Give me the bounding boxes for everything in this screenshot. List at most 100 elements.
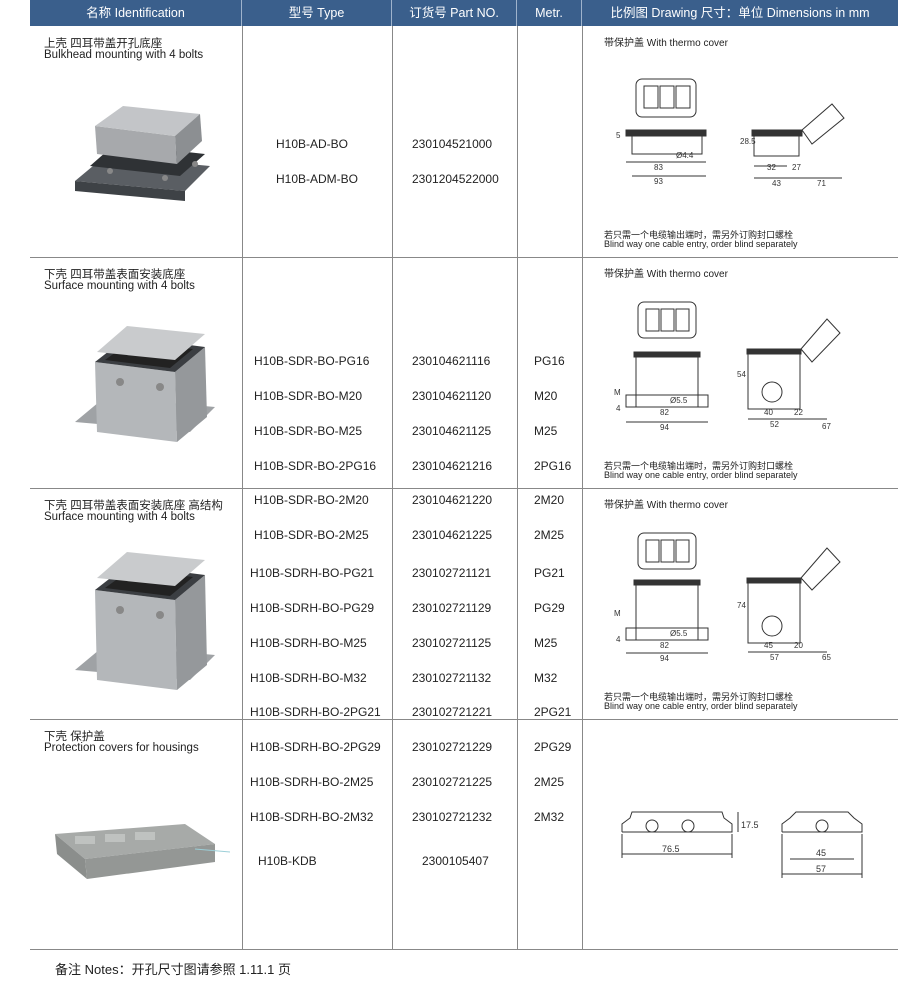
metr-item: M32 (534, 670, 558, 685)
drawing-bulkhead: 5 Ø4.4 83 93 28.5 32 27 43 71 (616, 78, 845, 188)
dim-label: Ø5.5 (670, 629, 688, 638)
part-cell: 230102721121 230102721129 230102721125 2… (392, 488, 518, 822)
metr-cell: PG16 M20 M25 2PG16 2M20 2M25 (517, 257, 583, 541)
metr-item: 2M25 (534, 528, 565, 543)
note-en: Blind way one cable entry, order blind s… (604, 470, 798, 480)
dim-label: Ø4.4 (676, 151, 694, 160)
type-item: H10B-SDRH-BO-PG29 (250, 600, 375, 615)
type-item: H10B-SDR-BO-PG16 (254, 354, 370, 369)
dim-label: 82 (660, 641, 669, 650)
part-item: 230104621116 (412, 354, 491, 369)
type-item: H10B-SDRH-BO-2PG29 (250, 740, 381, 755)
metr-item: 2PG16 (534, 458, 572, 473)
table-row: 下壳 四耳带盖表面安装底座 高结构 Surface mounting with … (30, 488, 898, 822)
identification-cell: 下壳 四耳带盖表面安装底座 高结构 Surface mounting with … (30, 488, 243, 719)
drawing-cell: 76.5 17.5 45 57 (582, 719, 898, 949)
part-cell: 2300105407 (392, 719, 518, 949)
name-en: Surface mounting with 4 bolts (44, 511, 195, 523)
dim-label: 22 (794, 408, 803, 417)
type-cell: H10B-SDR-BO-PG16 H10B-SDR-BO-M20 H10B-SD… (242, 257, 393, 541)
part-item: 230104621120 (412, 388, 492, 403)
surface-high-housing-photo (75, 552, 215, 690)
dim-label: 71 (817, 179, 826, 188)
metr-item: M20 (534, 388, 558, 403)
dim-label: 76.5 (662, 844, 680, 854)
type-item: H10B-SDRH-BO-2M25 (250, 774, 374, 789)
name-en: Surface mounting with 4 bolts (44, 280, 195, 292)
dim-label: 32 (767, 163, 776, 172)
metr-item: 2PG21 (534, 705, 572, 720)
type-cell: H10B-KDB (242, 719, 393, 949)
note-cn: 若只需一个电缆输出端时，需另外订购封口螺栓 (604, 461, 794, 471)
note-cn: 若只需一个电缆输出端时，需另外订购封口螺栓 (604, 692, 794, 702)
table-header: 名称 Identification 型号 Type 订货号 Part NO. M… (30, 0, 898, 26)
metr-item: PG29 (534, 600, 565, 615)
drawing-cell: 带保护盖 With thermo cover 5 Ø4.4 83 93 28.5… (582, 26, 898, 257)
dim-label: 4 (616, 404, 621, 413)
drawing-cell: 带保护盖 With thermo cover M 4 Ø5.5 82 94 54… (582, 257, 898, 488)
part-item: 230102721132 (412, 670, 492, 685)
dim-label: M (614, 609, 621, 618)
drawing-surface-mount: M 4 Ø5.5 82 94 54 40 22 52 67 (614, 301, 841, 432)
dim-label: 43 (772, 179, 781, 188)
type-cell: H10B-SDRH-BO-PG21 H10B-SDRH-BO-PG29 H10B… (242, 488, 393, 822)
type-item: H10B-KDB (258, 854, 317, 869)
dim-label: 45 (764, 641, 773, 650)
part-item: 230102721225 (412, 774, 493, 789)
dim-label: 5 (616, 131, 621, 140)
drawing-title: 带保护盖 With thermo cover (604, 500, 728, 511)
dim-label: 65 (822, 653, 831, 662)
header-part-no: 订货号 Part NO. (392, 0, 517, 26)
header-identification: 名称 Identification (30, 0, 242, 26)
part-item: 230102721221 (412, 705, 493, 720)
header-drawing: 比例图 Drawing 尺寸：单位 Dimensions in mm (610, 6, 870, 20)
metr-item: M25 (534, 423, 558, 438)
part-item: 230104621225 (412, 528, 493, 543)
part-item: 2301204522000 (412, 171, 499, 186)
part-item: 230102721121 (412, 566, 492, 581)
name-en: Bulkhead mounting with 4 bolts (44, 49, 204, 61)
type-item: H10B-SDRH-BO-M32 (250, 670, 367, 685)
drawing-protection-cover: 76.5 17.5 45 57 (621, 811, 863, 878)
drawing-title: 带保护盖 With thermo cover (604, 38, 728, 49)
metr-cell: PG21 PG29 M25 M32 2PG21 2PG29 2M25 2M32 (517, 488, 583, 822)
metr-cell (517, 719, 583, 949)
name-cn: 上壳 四耳带盖开孔底座 (44, 38, 163, 50)
drawing-surface-high: M 4 Ø5.5 82 94 74 45 20 57 65 (614, 532, 841, 663)
name-cn: 下壳 四耳带盖表面安装底座 高结构 (44, 500, 223, 512)
table-row: 下壳 保护盖 Protection covers for housings H1… (30, 719, 898, 950)
dim-label: 28.5 (740, 137, 756, 146)
note-cn: 若只需一个电缆输出端时，需另外订购封口螺栓 (604, 230, 794, 240)
part-item: 230104621216 (412, 458, 493, 473)
table-row: 上壳 四耳带盖开孔底座 Bulkhead mounting with 4 bol… (30, 26, 898, 258)
part-item: 230104521000 (412, 137, 493, 152)
identification-cell: 下壳 保护盖 Protection covers for housings (30, 719, 243, 949)
type-item: H10B-SDR-BO-2PG16 (254, 458, 377, 473)
table-row: 下壳 四耳带盖表面安装底座 Surface mounting with 4 bo… (30, 257, 898, 541)
type-item: H10B-SDR-BO-2M20 (254, 493, 369, 508)
type-cell: H10B-AD-BO H10B-ADM-BO (242, 26, 393, 257)
metr-cell (517, 26, 583, 257)
dim-label: 83 (654, 163, 663, 172)
name-cn: 下壳 保护盖 (44, 731, 105, 743)
dim-label: 57 (770, 653, 779, 662)
part-item: 230102721125 (412, 635, 492, 650)
type-item: H10B-SDR-BO-M20 (254, 388, 363, 403)
dim-label: 82 (660, 408, 669, 417)
type-item: H10B-AD-BO (276, 137, 349, 152)
header-type: 型号 Type (242, 0, 392, 26)
note-en: Blind way one cable entry, order blind s… (604, 239, 798, 249)
metr-item: M25 (534, 635, 558, 650)
type-item: H10B-SDRH-BO-2M32 (250, 809, 374, 824)
part-item: 230102721129 (412, 600, 492, 615)
metr-item: PG16 (534, 354, 565, 369)
dim-label: 27 (792, 163, 801, 172)
drawing-cell: 带保护盖 With thermo cover M 4 Ø5.5 82 94 74… (582, 488, 898, 719)
name-cn: 下壳 四耳带盖表面安装底座 (44, 269, 186, 281)
identification-cell: 下壳 四耳带盖表面安装底座 Surface mounting with 4 bo… (30, 257, 243, 488)
dim-label: Ø5.5 (670, 396, 688, 405)
type-item: H10B-SDRH-BO-2PG21 (250, 705, 381, 720)
dim-label: 54 (737, 370, 746, 379)
dim-label: 17.5 (741, 820, 759, 830)
dim-label: 4 (616, 635, 621, 644)
